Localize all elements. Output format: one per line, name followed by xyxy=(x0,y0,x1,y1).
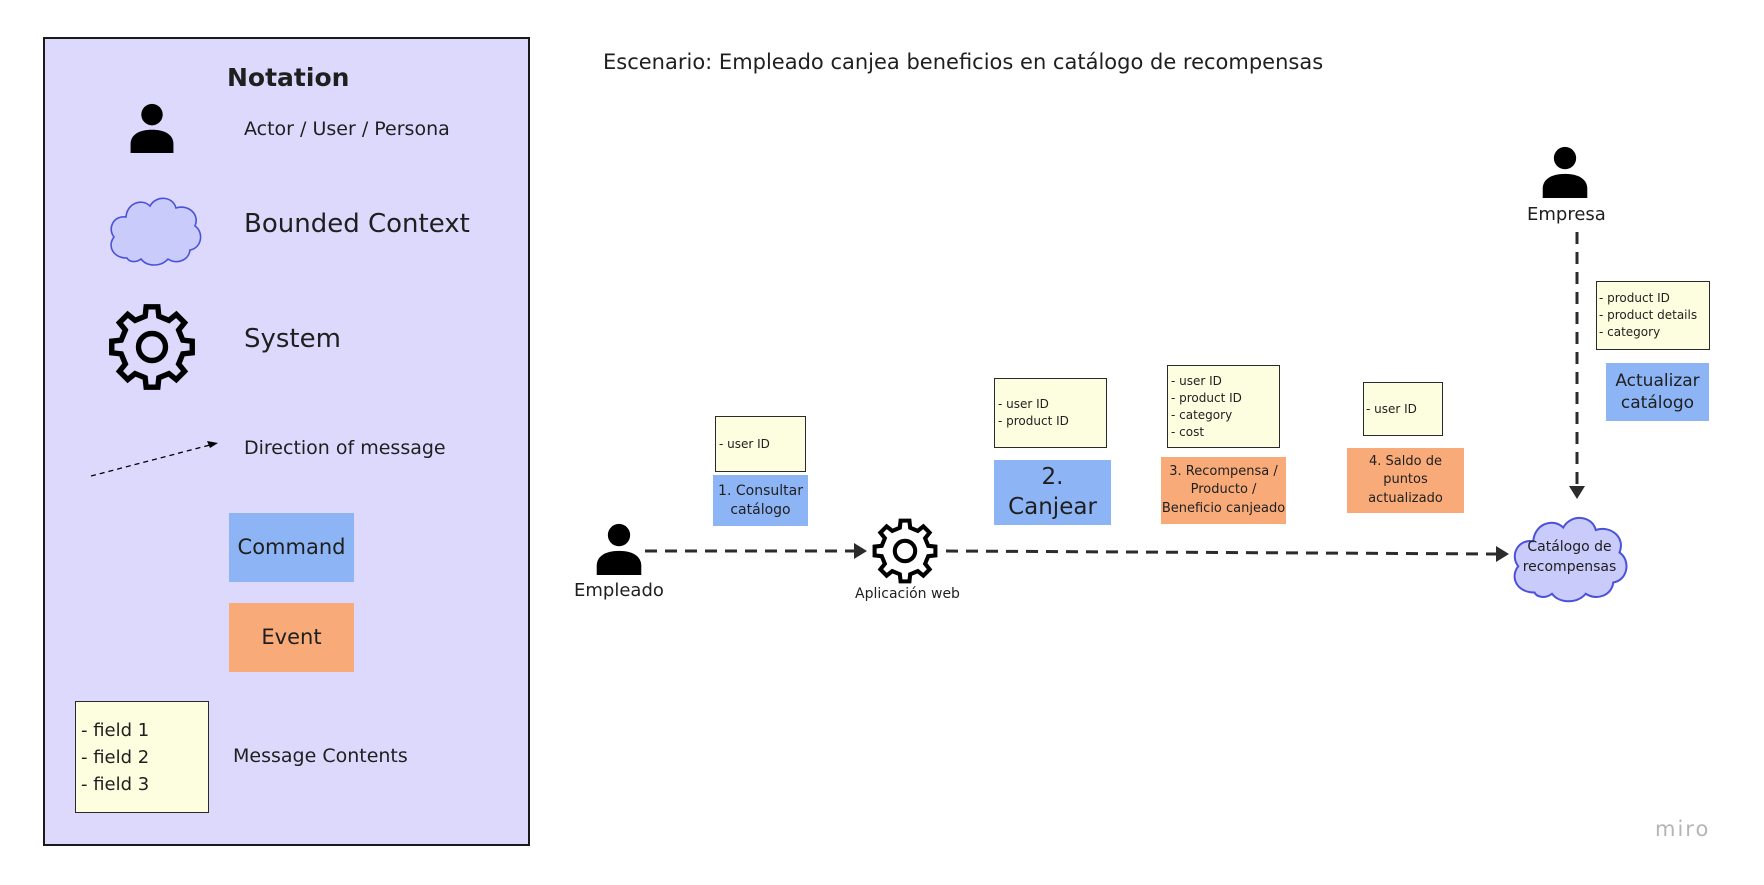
note-field: - user ID xyxy=(1171,373,1222,388)
consultar-catalogo-command: 1. Consultar catálogo xyxy=(713,475,808,526)
empresa-actor-icon xyxy=(1540,146,1590,198)
legend-direction-label: Direction of message xyxy=(244,437,446,459)
actualizar-catalogo-command: Actualizar catálogo xyxy=(1606,363,1709,421)
scenario-title: Escenario: Empleado canjea beneficios en… xyxy=(603,50,1324,74)
legend-system-label: System xyxy=(244,324,341,354)
legend-field: - field 3 xyxy=(81,773,150,795)
note-field: - product ID xyxy=(998,414,1069,428)
aplicacion-web-gear-icon xyxy=(871,517,939,585)
note-field: - user ID xyxy=(998,397,1049,411)
note-field: - product details xyxy=(1599,308,1698,322)
recompensa-message-note: - user ID - product ID - category - cost xyxy=(1167,365,1280,448)
canjear-command: 2. Canjear xyxy=(994,460,1111,525)
canjear-message-note: - user ID - product ID xyxy=(994,378,1107,448)
empleado-label: Empleado xyxy=(574,580,664,601)
miro-watermark: miro xyxy=(1655,817,1711,841)
legend-event-sticky: Event xyxy=(229,603,354,672)
legend-actor-label: Actor / User / Persona xyxy=(244,118,450,140)
legend-command-sticky: Command xyxy=(229,513,354,582)
note-field: - product ID xyxy=(1171,390,1242,405)
note-field: - product ID xyxy=(1599,291,1670,305)
consultar-message-note: - user ID xyxy=(715,416,806,472)
legend-title: Notation xyxy=(227,63,350,92)
note-field: - cost xyxy=(1171,424,1205,439)
saldo-actualizado-event: 4. Saldo de puntos actualizado xyxy=(1347,448,1464,513)
saldo-message-note: - user ID xyxy=(1363,382,1443,436)
note-field: - category xyxy=(1599,325,1661,339)
aplicacion-web-label: Aplicación web xyxy=(855,586,960,602)
legend-field: - field 2 xyxy=(81,746,150,768)
recompensa-canjeada-event: 3. Recompensa / Producto / Beneficio can… xyxy=(1161,457,1286,524)
legend-bounded-context-label: Bounded Context xyxy=(244,209,470,239)
catalogo-recompensas-label: Catálogo de recompensas xyxy=(1522,539,1617,575)
empresa-label: Empresa xyxy=(1527,204,1606,225)
note-field: - user ID xyxy=(1366,401,1417,416)
note-field: - user ID xyxy=(719,436,770,451)
legend-message-contents-label: Message Contents xyxy=(233,745,408,767)
actualizar-message-note: - product ID - product details - categor… xyxy=(1596,281,1710,350)
note-field: - category xyxy=(1171,407,1233,422)
legend-field: - field 1 xyxy=(81,719,150,741)
legend-message-note: - field 1 - field 2 - field 3 xyxy=(75,701,209,813)
empleado-actor-icon xyxy=(594,523,644,575)
